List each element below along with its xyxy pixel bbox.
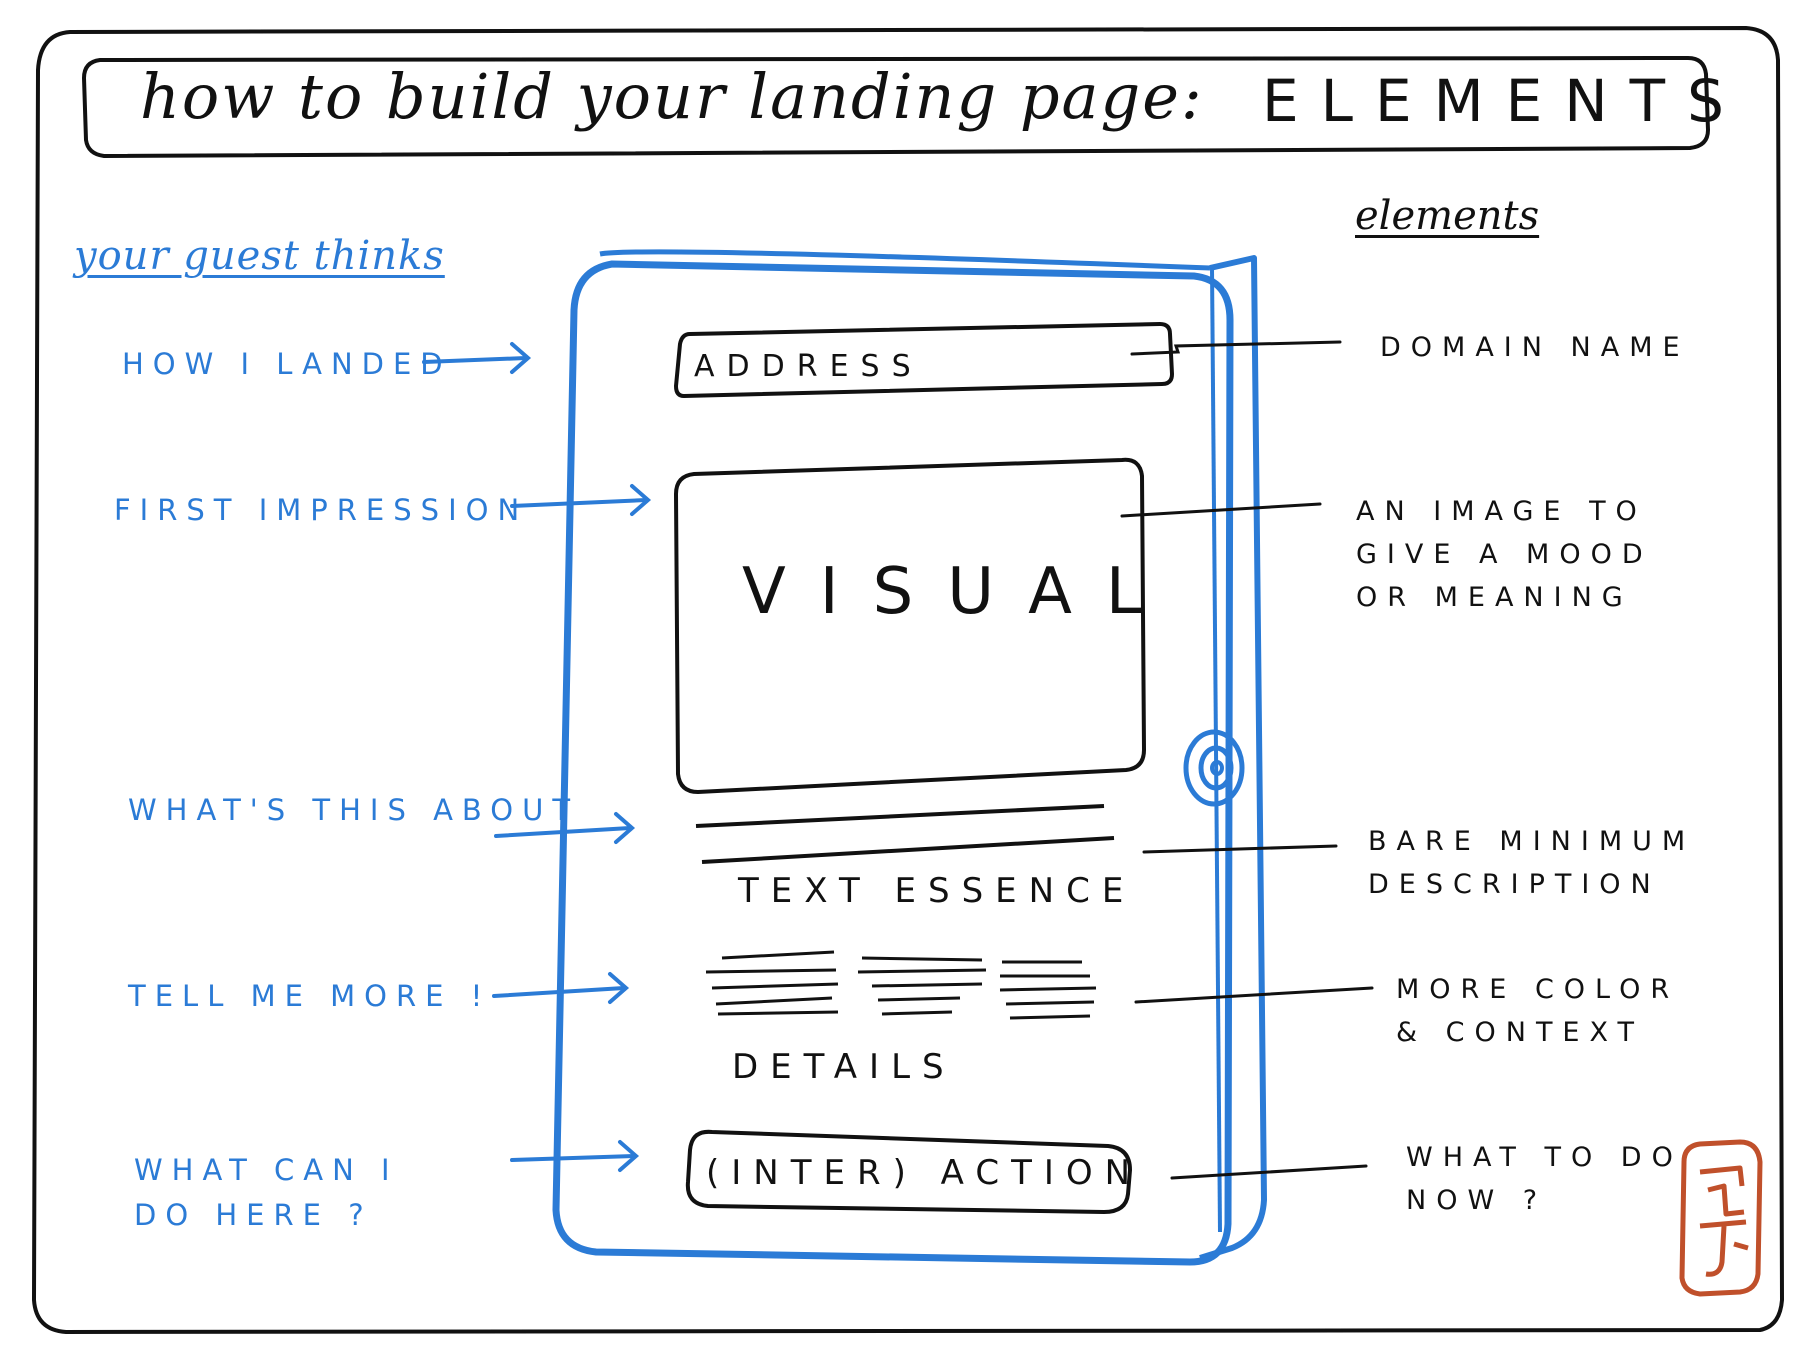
arrow-icon <box>492 986 626 998</box>
concentric-circle-icon <box>1183 729 1245 807</box>
guest-thought-how-i-landed: HOW I LANDED <box>122 347 452 381</box>
outer-frame <box>32 26 1784 1334</box>
text-essence-label: TEXT ESSENCE <box>738 871 1136 911</box>
element-note-what-to-do: WHAT TO DO NOW ? <box>1406 1142 1683 1217</box>
arrow-icon <box>510 498 648 508</box>
visual-label: VISUAL <box>742 555 1176 629</box>
action-button-label: (INTER) ACTION <box>706 1153 1143 1193</box>
arrow-icon <box>510 1154 636 1162</box>
guest-thought-what-can-i-do: WHAT CAN I DO HERE ? <box>134 1153 399 1232</box>
elements-heading: elements <box>1355 193 1540 239</box>
phone-side <box>1199 255 1267 1261</box>
arrow-icon <box>422 356 528 364</box>
element-note-color-context: MORE COLOR & CONTEXT <box>1396 974 1680 1049</box>
phone-top-edge <box>599 249 1211 271</box>
essence-line-1 <box>695 804 1105 828</box>
element-note-image-mood: AN IMAGE TO GIVE A MOOD OR MEANING <box>1356 496 1653 614</box>
guest-thought-first-impression: FIRST IMPRESSION <box>114 493 529 527</box>
details-lines <box>705 950 1097 1020</box>
action-button-box <box>685 1129 1133 1215</box>
visual-box <box>673 457 1147 795</box>
page-title-emphasis: ELEMENTS <box>1262 67 1746 135</box>
element-note-bare-minimum: BARE MINIMUM DESCRIPTION <box>1368 826 1696 901</box>
address-bar-box <box>673 321 1175 399</box>
details-label: DETAILS <box>732 1047 956 1087</box>
phone-body <box>552 260 1234 1266</box>
arrow-icon <box>494 826 632 838</box>
essence-line-2 <box>701 836 1115 864</box>
address-bar-label: ADDRESS <box>694 349 923 384</box>
guest-thought-tell-me-more: TELL ME MORE ! <box>128 979 492 1013</box>
element-connectors <box>1120 340 1374 1180</box>
element-note-domain-name: DOMAIN NAME <box>1380 332 1690 363</box>
page-title: how to build your landing page: <box>140 60 1204 133</box>
guest-thought-whats-this-about: WHAT'S THIS ABOUT <box>128 793 580 827</box>
title-box <box>82 56 1710 158</box>
guest-thinks-heading: your guest thinks <box>74 233 445 279</box>
guest-arrows <box>422 342 652 1172</box>
artist-seal-stamp <box>1679 1139 1763 1297</box>
